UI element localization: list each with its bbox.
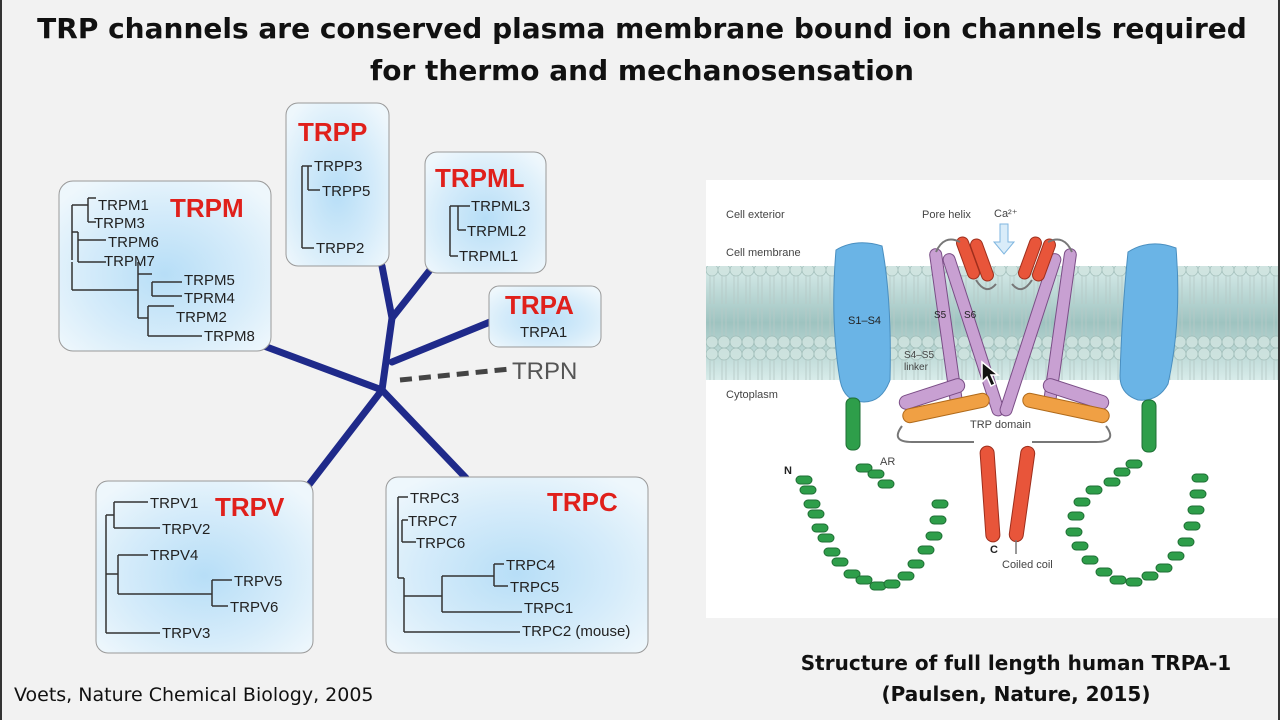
trpm1-leaf: TRPM1 [98, 197, 149, 214]
trpa-family-label: TRPA [505, 290, 574, 320]
cell-membrane-label: Cell membrane [726, 247, 801, 259]
pore-helix-left-2 [970, 238, 994, 282]
ankyrin-repeats-right [1065, 459, 1209, 587]
lipid-bilayer [706, 266, 1278, 380]
trp-phylogenetic-tree: TRPN TRPM TRPM1 TRPM3 TRPM6 TRPM7 TRPM5 … [58, 102, 649, 654]
trpc4-leaf: TRPC4 [506, 557, 555, 574]
structure-caption: Structure of full length human TRPA-1 (P… [762, 648, 1270, 710]
coiled-coil-helix-right [1008, 445, 1036, 543]
calcium-arrow-icon [992, 223, 1016, 255]
tprm4-leaf: TPRM4 [184, 290, 235, 307]
coiled-coil-label: Coiled coil [1002, 559, 1053, 571]
trpa1-structure-figure: Cell exterior Cell membrane Cytoplasm Po… [706, 180, 1278, 618]
trpv-family-label: TRPV [215, 492, 285, 522]
trpp-family-label: TRPP [298, 117, 367, 147]
branch-trpm [260, 342, 386, 394]
caption-line-1: Structure of full length human TRPA-1 [800, 651, 1232, 675]
branch-trpml [388, 266, 434, 322]
s4-s5-linker-label: linker [904, 362, 929, 373]
trpm5-leaf: TRPM5 [184, 272, 235, 289]
trpp3-leaf: TRPP3 [314, 158, 362, 175]
trpml3-leaf: TRPML3 [471, 198, 530, 215]
trpc7-leaf: TRPC7 [408, 513, 457, 530]
trpm6-leaf: TRPM6 [108, 234, 159, 251]
trp-domain-left [902, 392, 990, 424]
cell-exterior-label: Cell exterior [726, 209, 785, 221]
trpml-family-box: TRPML TRPML3 TRPML2 TRPML1 [424, 151, 547, 274]
trpp2-leaf: TRPP2 [316, 240, 364, 257]
pore-helix-label: Pore helix [922, 209, 971, 221]
trpv1-leaf: TRPV1 [150, 495, 198, 512]
trpml-family-label: TRPML [435, 163, 525, 193]
trpc-family-box: TRPC TRPC3 TRPC7 TRPC6 TRPC4 TRPC5 TRPC1… [385, 476, 649, 654]
trpc6-leaf: TRPC6 [416, 535, 465, 552]
trpa-family-box: TRPA TRPA1 [488, 285, 602, 348]
title-line-1: TRP channels are conserved plasma membra… [37, 12, 1247, 45]
ankyrin-repeat-label: AR [880, 456, 895, 468]
s6-helix-right [999, 253, 1062, 417]
s4-s5-linker-left [898, 378, 966, 410]
pore-helix-right-2 [1032, 238, 1056, 282]
trpm2-leaf: TRPM2 [176, 309, 227, 326]
title-line-2: for thermo and mechanosensation [370, 54, 914, 87]
green-linker-left [845, 397, 861, 451]
s6-label: S6 [964, 310, 977, 321]
tree-branches [260, 262, 494, 490]
trpp5-leaf: TRPP5 [322, 183, 370, 200]
branch-trpv [304, 386, 386, 490]
trpm3-leaf: TRPM3 [94, 215, 145, 232]
s4-s5-linker-right [1042, 378, 1110, 410]
calcium-label: Ca²⁺ [994, 208, 1018, 220]
trpm7-leaf: TRPM7 [104, 253, 155, 270]
pore-helix-right-1 [1018, 236, 1042, 280]
trpc1-leaf: TRPC1 [524, 600, 573, 617]
trpm-family-label: TRPM [170, 193, 244, 223]
caption-line-2: (Paulsen, Nature, 2015) [881, 682, 1151, 706]
trpml2-leaf: TRPML2 [467, 223, 526, 240]
trp-domain-right [1022, 392, 1110, 424]
branch-trpn-dashed [399, 366, 511, 383]
trpc5-leaf: TRPC5 [510, 579, 559, 596]
trpc2-mouse-leaf: TRPC2 (mouse) [522, 623, 630, 640]
green-linker-right [1141, 399, 1157, 453]
branch-trpc [378, 386, 470, 482]
c-terminus-label: C [990, 544, 998, 556]
trpml1-leaf: TRPML1 [459, 248, 518, 265]
branch-trpp-stem [378, 262, 396, 322]
s4-s5-label: S4–S5 [904, 350, 934, 361]
ankyrin-repeats-left [795, 463, 949, 591]
trpv4-leaf: TRPV4 [150, 547, 198, 564]
trpn-label: TRPN [512, 358, 577, 385]
citation-voets: Voets, Nature Chemical Biology, 2005 [14, 684, 374, 706]
trpa1-leaf: TRPA1 [520, 324, 567, 341]
s1-s4-domain-left [833, 242, 891, 403]
trp-domain-label: TRP domain [970, 419, 1031, 431]
n-terminus-label: N [784, 465, 792, 477]
trpm8-leaf: TRPM8 [204, 328, 255, 345]
mouse-cursor-icon [981, 360, 1001, 388]
trpv5-leaf: TRPV5 [234, 573, 282, 590]
trpm-family-box: TRPM TRPM1 TRPM3 TRPM6 TRPM7 TRPM5 TPRM4… [58, 180, 272, 352]
branch-trpa [388, 318, 494, 366]
s5-label: S5 [934, 310, 947, 321]
trpp-family-box: TRPP TRPP3 TRPP5 TRPP2 [285, 102, 390, 267]
trpv3-leaf: TRPV3 [162, 625, 210, 642]
trpc3-leaf: TRPC3 [410, 490, 459, 507]
trpv2-leaf: TRPV2 [162, 521, 210, 538]
trpv-family-box: TRPV TRPV1 TRPV2 TRPV4 TRPV5 TRPV6 TRPV3 [95, 480, 314, 654]
branch-trpp [378, 314, 396, 394]
cytoplasm-label: Cytoplasm [726, 389, 778, 401]
trpv6-leaf: TRPV6 [230, 599, 278, 616]
slide-title: TRP channels are conserved plasma membra… [32, 8, 1252, 92]
trpc-family-label: TRPC [547, 487, 618, 517]
coiled-coil-helix-left [979, 445, 1001, 543]
s1-s4-label: S1–S4 [848, 315, 881, 327]
s1-s4-domain-right [1119, 243, 1179, 401]
